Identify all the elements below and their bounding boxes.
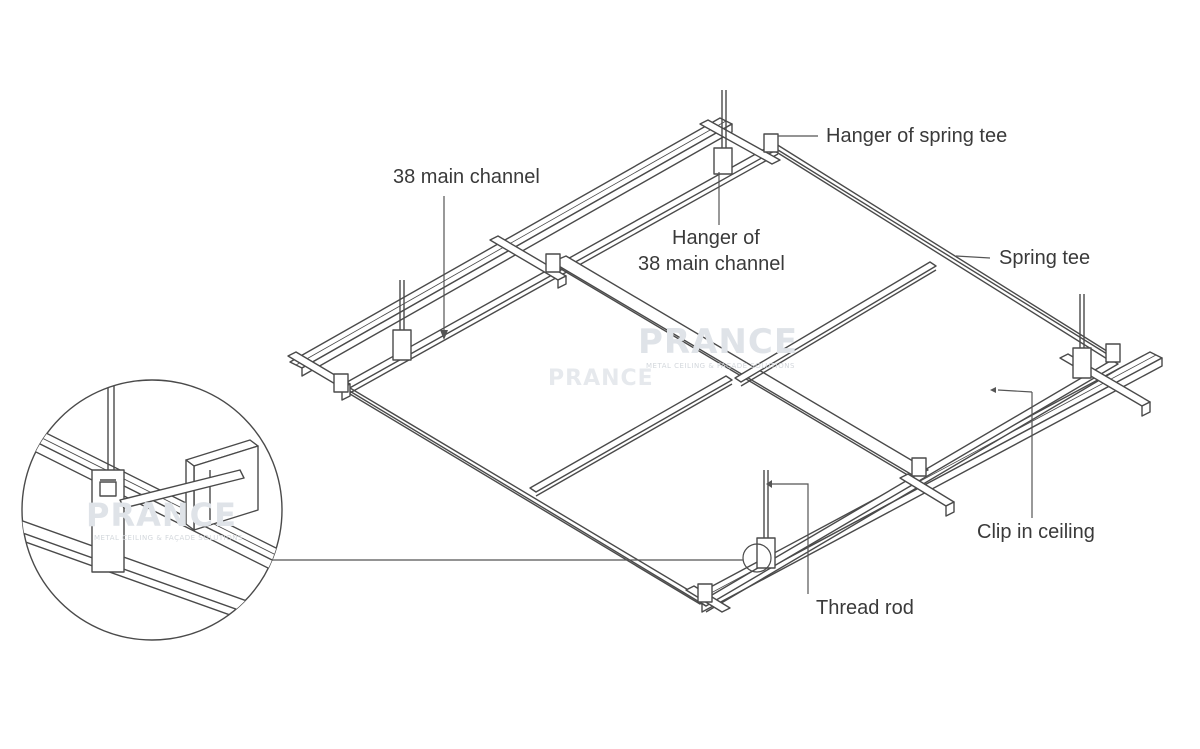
label-thread-rod: Thread rod [816, 597, 914, 619]
arrow-clip-in [990, 387, 996, 393]
detail-callout-circle [742, 543, 772, 573]
clip-connector [697, 583, 713, 603]
leader-thread-rod [772, 483, 809, 594]
thread-rod-1 [713, 90, 733, 175]
watermark-detail-logo: PRANCE [86, 496, 237, 534]
ceiling-frame [287, 90, 1163, 613]
leader-clip-arrow [997, 389, 1033, 393]
watermark-logo-small: PRANCE [548, 366, 654, 391]
label-clip-in-ceiling: Clip in ceiling [977, 521, 1095, 543]
thread-rod-2 [392, 280, 412, 361]
detail-magnifier [21, 379, 283, 641]
clip-connector [333, 373, 349, 393]
clip-connector [763, 133, 779, 153]
cross-tee-lower [529, 375, 733, 497]
middle-tee-main [551, 255, 929, 481]
arrow-thread-rod [766, 480, 772, 488]
leader-spring-tee [955, 255, 991, 259]
watermark-logo: PRANCE [638, 322, 799, 362]
clip-connector [1105, 343, 1121, 363]
carrier-bar-3 [699, 119, 781, 165]
carrier-bar-5 [899, 473, 955, 517]
clip-connector [911, 457, 927, 477]
label-main-channel: 38 main channel [393, 166, 540, 188]
watermark-tagline: METAL CEILING & FAÇADE SOLUTIONS [646, 362, 795, 370]
clip-connector [545, 253, 561, 273]
thread-rod-3 [1072, 294, 1092, 379]
watermark-detail-tagline: METAL CEILING & FAÇADE SOLUTIONS [94, 534, 243, 542]
leader-lines [268, 135, 1033, 594]
label-hanger-main-line2: 38 main channel [638, 253, 785, 275]
label-hanger-spring-tee: Hanger of spring tee [826, 125, 1008, 147]
cross-tee-upper [734, 261, 937, 387]
arrow-main-channel [440, 330, 448, 340]
thread-rod-4 [756, 470, 776, 569]
label-spring-tee: Spring tee [999, 247, 1091, 269]
label-hanger-main-line1: Hanger of [672, 227, 760, 249]
